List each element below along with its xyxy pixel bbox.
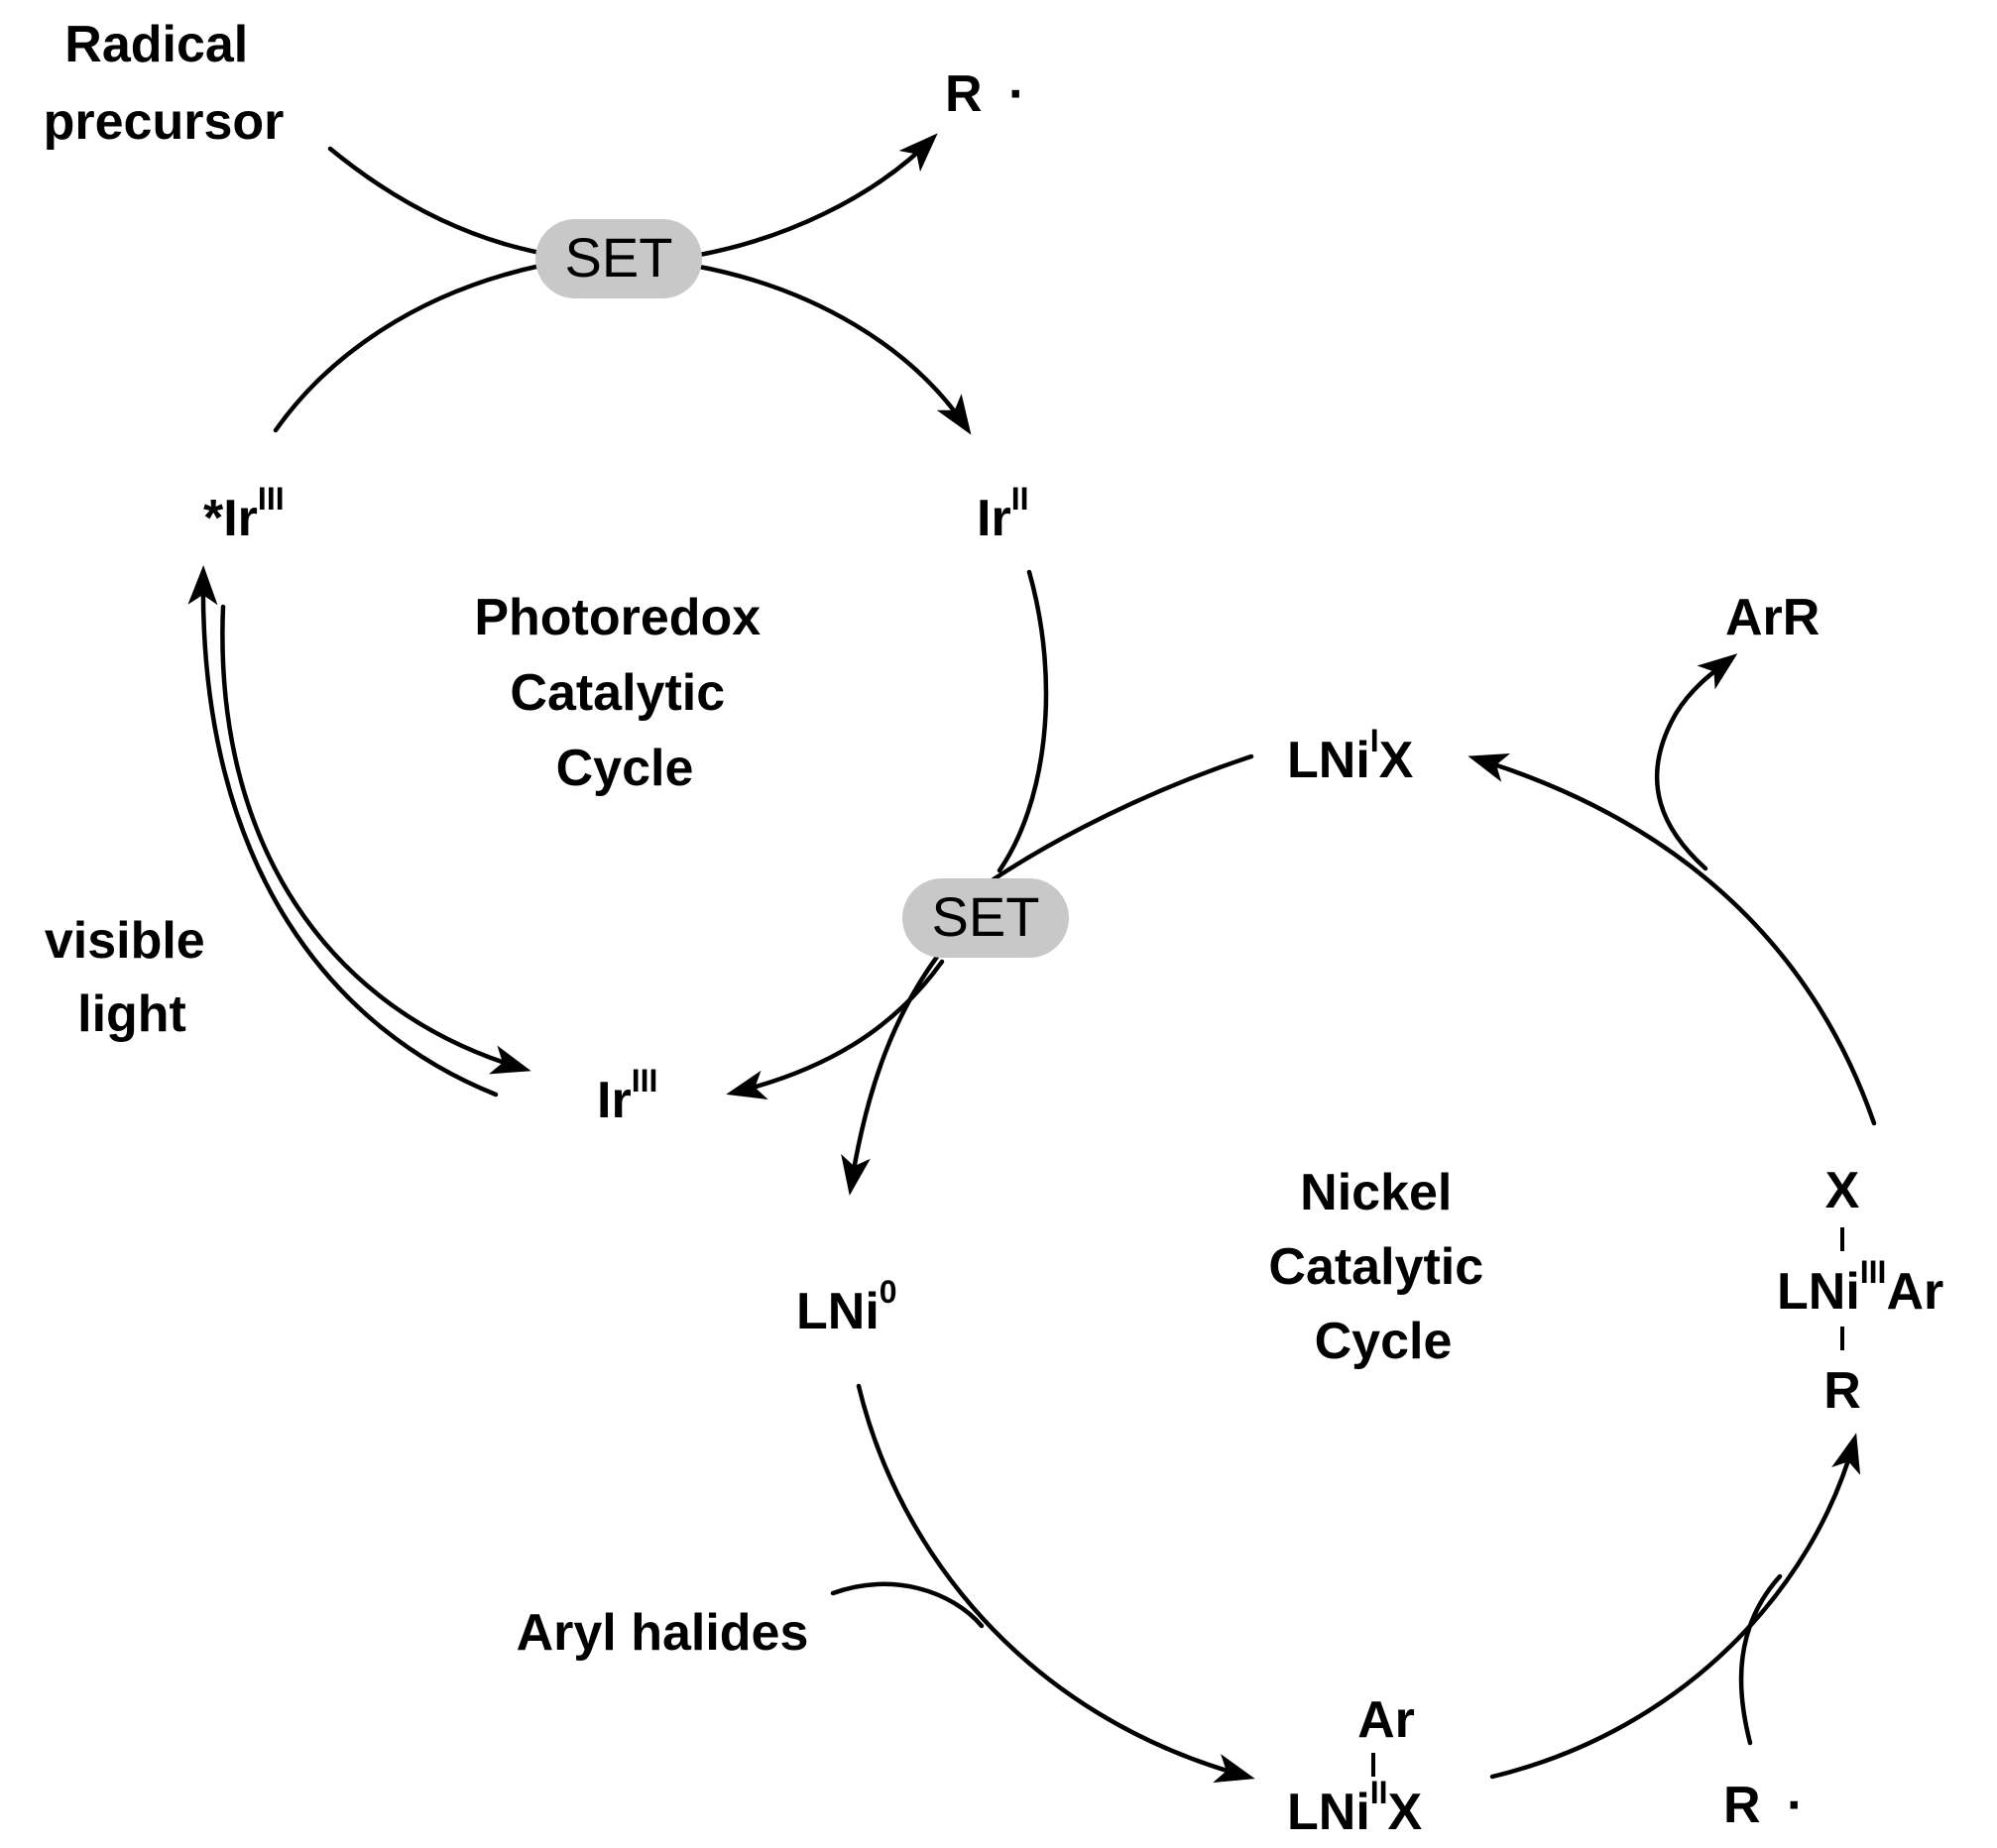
ni2-center-label: LNiIIX	[1287, 1775, 1423, 1841]
set-badge-top: SET	[535, 219, 702, 298]
arc-set-to-lni0	[841, 954, 940, 1196]
arc-lni2-to-ni3	[1489, 1433, 1861, 1780]
arc-ir-ii-to-set	[997, 569, 1049, 873]
aryl-halides-label: Aryl halides	[517, 1604, 809, 1662]
radical-precursor-label: Radical precursor	[44, 16, 285, 151]
ir-iii-label: IrIII	[597, 1063, 657, 1129]
r-radical-top: R ·	[945, 65, 1025, 123]
radical-precursor-arc	[327, 146, 543, 256]
photoredox-cycle-title: Photoredox Catalytic Cycle	[474, 589, 774, 797]
nickel-cycle-title: Nickel Catalytic Cycle	[1268, 1164, 1497, 1370]
excited-ir-iii-label: *IrIII	[203, 481, 285, 547]
arc-ni3-to-lni1	[1468, 753, 1877, 1126]
set-badge-middle: SET	[902, 878, 1069, 958]
svg-text:SET: SET	[932, 885, 1040, 948]
arc-to-arr-product	[1654, 653, 1738, 871]
arr-product-label: ArR	[1725, 589, 1820, 646]
arc-lni0-to-lni2	[856, 1383, 1255, 1784]
lni-i-x-label: LNiIX	[1287, 723, 1414, 789]
aryl-halides-arc	[830, 1581, 985, 1629]
lni-0-label: LNi0	[796, 1274, 897, 1340]
svg-text:SET: SET	[565, 226, 673, 289]
arc-excited-ir-to-set	[273, 263, 543, 433]
arc-to-r-radical	[691, 133, 938, 259]
arc-ir-iii-to-excited-ir	[187, 565, 499, 1097]
ni2-ar-ligand: Ar	[1357, 1691, 1415, 1749]
ni3-center-label: LNiIIIAr	[1777, 1254, 1943, 1321]
arc-set-to-ir-ii	[691, 263, 972, 435]
r-radical-bottom: R ·	[1723, 1777, 1804, 1834]
visible-light-label: visible light	[45, 912, 219, 1043]
r-radical-entry-arc	[1738, 1573, 1783, 1746]
arc-set-to-ir-iii	[726, 959, 945, 1099]
arc-visible-light-excitation	[220, 604, 531, 1075]
ir-ii-label: IrII	[977, 481, 1028, 547]
ni3-x-ligand: X	[1825, 1162, 1860, 1219]
ni3-r-ligand: R	[1823, 1362, 1861, 1420]
